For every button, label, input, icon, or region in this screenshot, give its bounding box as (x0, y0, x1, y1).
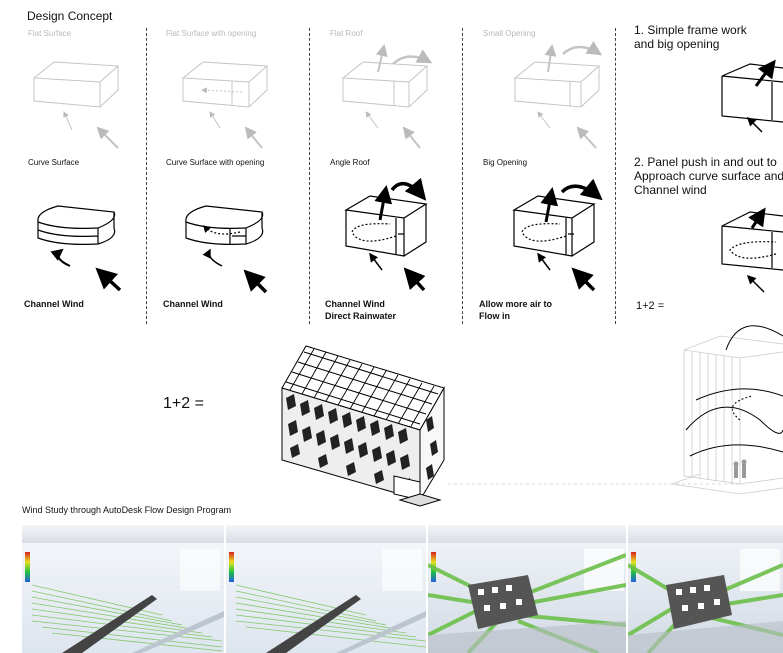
wind-study-screenshot-4 (628, 525, 783, 653)
column-divider (615, 28, 616, 324)
combined-building-drawing (281, 345, 445, 507)
flow-streamlines (628, 563, 783, 653)
caption-2: Channel Wind (163, 299, 223, 309)
label-curve-surface-opening: Curve Surface with opening (166, 158, 265, 167)
column-divider (462, 28, 463, 324)
column-divider (146, 28, 147, 324)
label-flat-surface: Flat Surface (28, 29, 72, 38)
column-divider (309, 28, 310, 324)
label-small-opening: Small Opening (483, 29, 536, 38)
box-angle-roof (344, 177, 428, 292)
page-title: Design Concept (27, 9, 113, 23)
center-combo-label: 1+2 = (163, 395, 204, 412)
wireframe-combo-drawing (448, 325, 783, 495)
faint-box-flat-roof (341, 44, 433, 149)
box-big-opening (512, 178, 603, 292)
label-flat-surface-opening: Flat Surface with opening (166, 29, 257, 38)
wind-study-screenshot-1 (22, 525, 224, 653)
wind-study-screenshot-3 (428, 525, 626, 653)
box-simple-frame (721, 59, 783, 133)
box-curve-surface (37, 205, 122, 292)
box-curve-opening (185, 205, 268, 294)
faint-box-small-opening (513, 40, 603, 149)
label-angle-roof: Angle Roof (330, 158, 370, 167)
caption-1: Channel Wind (24, 299, 84, 309)
label-flat-roof: Flat Roof (330, 29, 363, 38)
wind-study-title: Wind Study through AutoDesk Flow Design … (22, 505, 232, 515)
label-big-opening: Big Opening (483, 158, 528, 167)
flow-streamlines (235, 584, 426, 653)
box-panel-push (721, 207, 783, 293)
right-combo-label: 1+2 = (636, 300, 665, 312)
flow-streamlines (428, 553, 626, 653)
wind-study-screenshot-2 (226, 525, 426, 653)
faint-box-flat-surface (32, 61, 120, 149)
flow-streamlines (31, 584, 224, 653)
velocity-legend (25, 552, 30, 582)
velocity-legend (229, 552, 234, 582)
faint-box-flat-opening (181, 61, 269, 149)
label-curve-surface: Curve Surface (28, 158, 80, 167)
